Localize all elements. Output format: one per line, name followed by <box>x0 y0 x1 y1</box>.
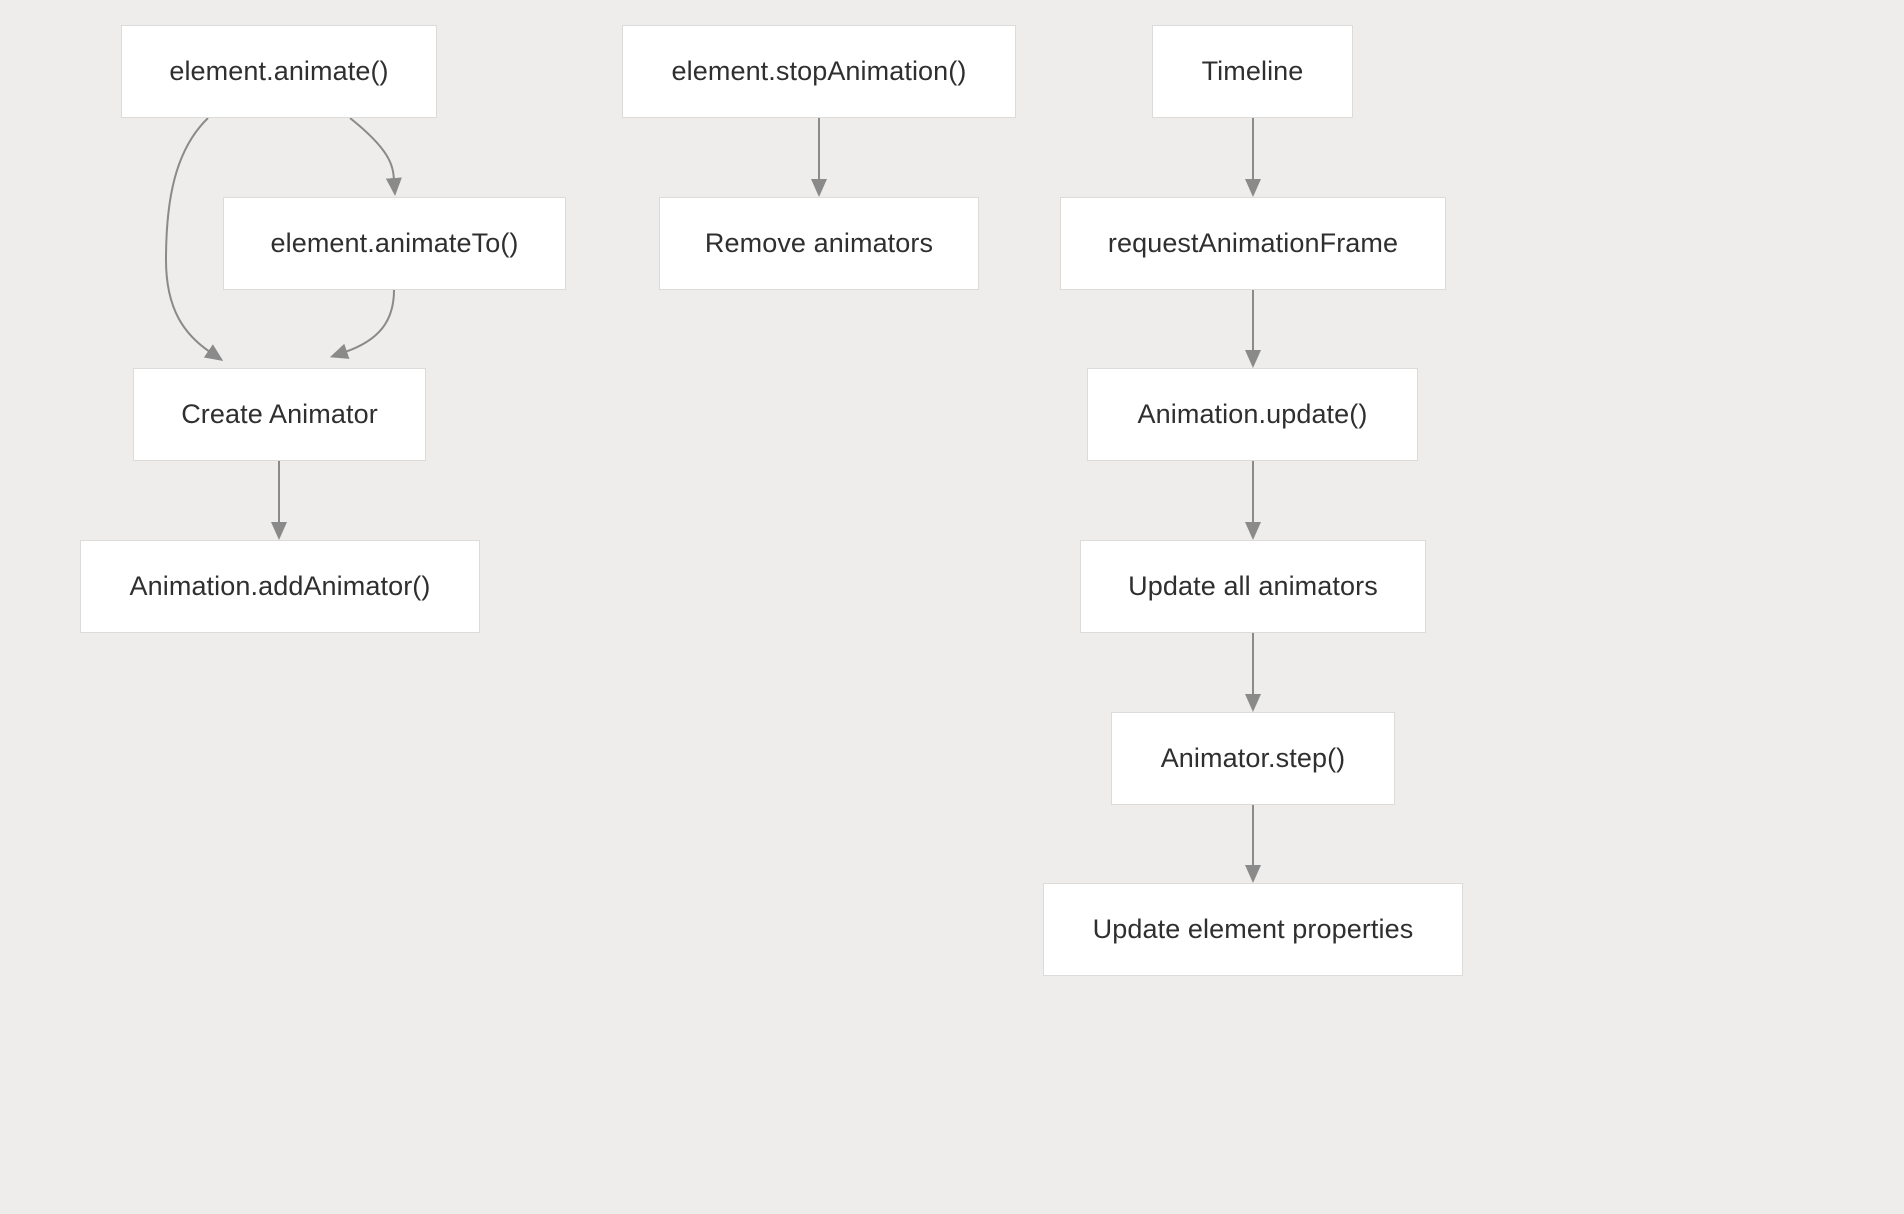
node-element-stopanimation[interactable]: element.stopAnimation() <box>622 25 1016 118</box>
node-animation-update[interactable]: Animation.update() <box>1087 368 1418 461</box>
node-animation-addanimator[interactable]: Animation.addAnimator() <box>80 540 480 633</box>
edge-animateto-to-createanimator <box>329 289 395 359</box>
node-element-animateto[interactable]: element.animateTo() <box>223 197 566 290</box>
edge-animate-to-animateto <box>349 117 402 196</box>
node-remove-animators[interactable]: Remove animators <box>659 197 979 290</box>
node-request-animation-frame[interactable]: requestAnimationFrame <box>1060 197 1446 290</box>
node-timeline[interactable]: Timeline <box>1152 25 1353 118</box>
node-element-animate[interactable]: element.animate() <box>121 25 437 118</box>
node-create-animator[interactable]: Create Animator <box>133 368 426 461</box>
node-update-element-properties[interactable]: Update element properties <box>1043 883 1463 976</box>
node-animator-step[interactable]: Animator.step() <box>1111 712 1395 805</box>
edge-animate-to-createanimator <box>164 117 224 362</box>
node-update-all-animators[interactable]: Update all animators <box>1080 540 1426 633</box>
